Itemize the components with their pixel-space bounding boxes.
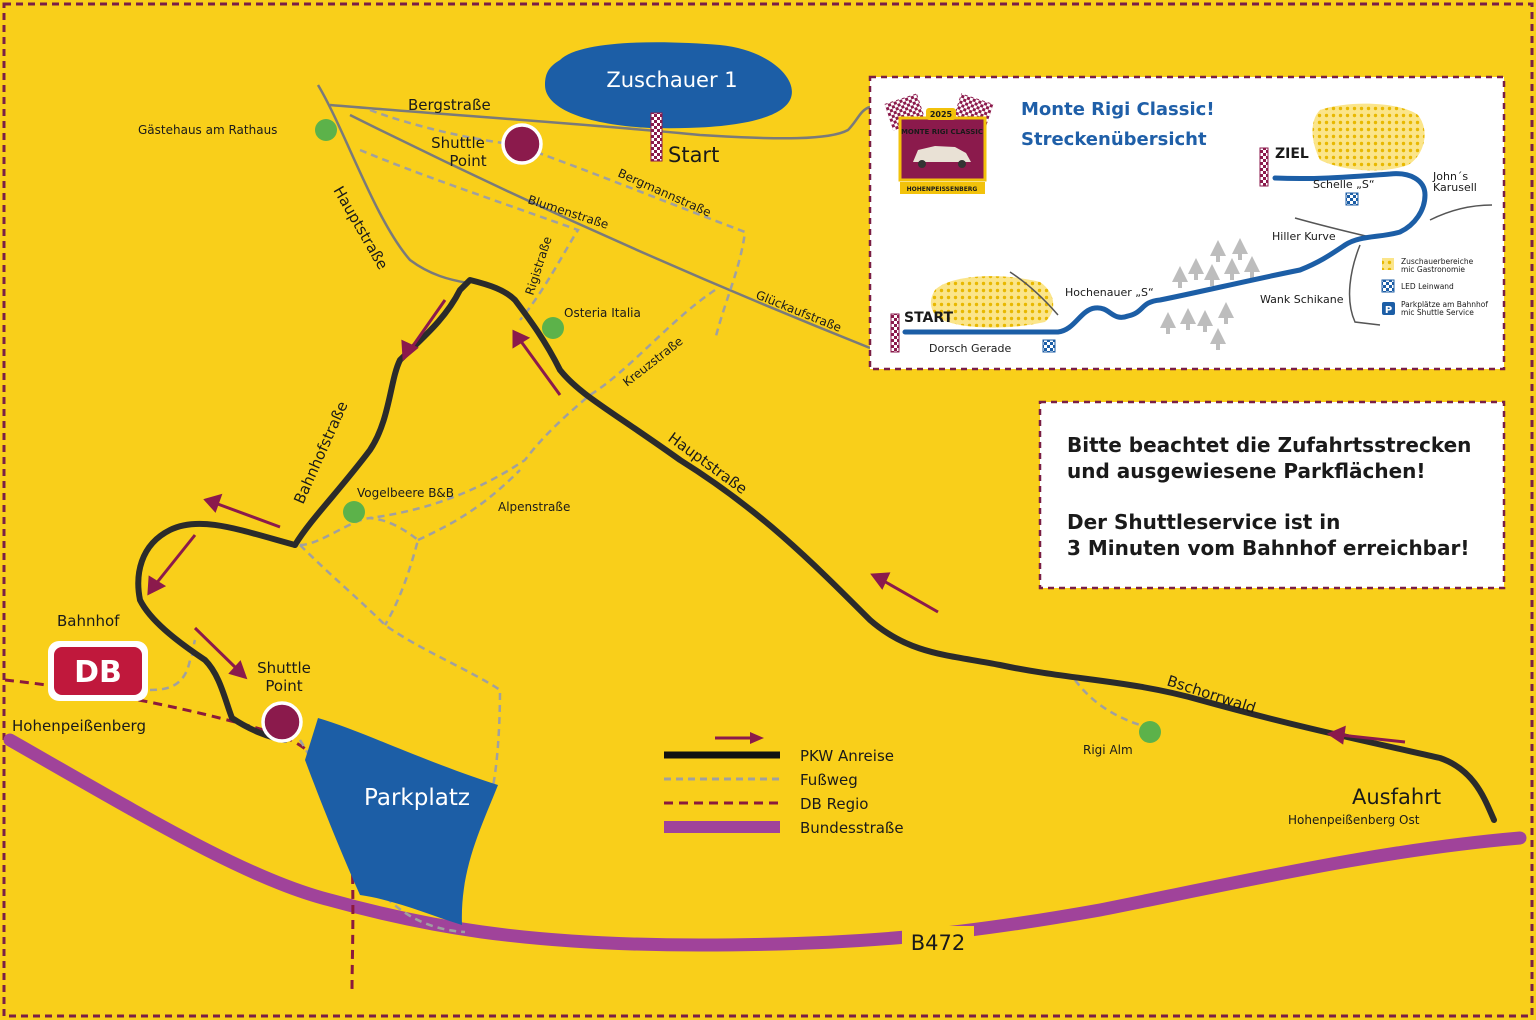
inset-legend-zone-1: Zuschauerbereiche bbox=[1401, 257, 1474, 266]
label-start: Start bbox=[668, 143, 719, 167]
legend-label-footpath: Fußweg bbox=[800, 771, 858, 789]
label-shuttle-north-2: Point bbox=[449, 152, 486, 170]
legend: PKW Anreise Fußweg DB Regio Bundesstraße bbox=[664, 732, 904, 837]
notice-line-1: Bitte beachtet die Zufahrtsstrecken bbox=[1067, 433, 1471, 457]
label-ausfahrt: Ausfahrt bbox=[1352, 785, 1441, 809]
notice-line-3: Der Shuttleservice ist in bbox=[1067, 510, 1340, 534]
db-badge bbox=[54, 647, 142, 695]
inset-zone-ziel bbox=[1312, 103, 1425, 171]
parking-area bbox=[305, 718, 498, 925]
label-vogelbeere: Vogelbeere B&B bbox=[357, 486, 454, 500]
inset-label-hochenauer: Hochenauer „S“ bbox=[1065, 286, 1154, 299]
inset-legend-led-swatch bbox=[1381, 279, 1395, 293]
notice-line-2: und ausgewiesene Parkflächen! bbox=[1067, 459, 1426, 483]
label-parking: Parkplatz bbox=[364, 785, 470, 811]
inset-title-2: Streckenübersicht bbox=[1021, 129, 1207, 150]
inset-label-hiller: Hiller Kurve bbox=[1272, 230, 1336, 243]
label-bergstrasse: Bergstraße bbox=[408, 96, 491, 114]
shuttle-point-south[interactable] bbox=[261, 701, 303, 743]
inset-legend-parking-letter: P bbox=[1385, 305, 1392, 316]
label-spectators: Zuschauer 1 bbox=[606, 68, 737, 92]
inset-side-roads bbox=[1009, 204, 1493, 326]
label-gaestehaus: Gästehaus am Rathaus bbox=[138, 123, 277, 137]
inset-label-wank: Wank Schikane bbox=[1260, 293, 1344, 306]
legend-label-rail: DB Regio bbox=[800, 795, 868, 813]
poi-gaestehaus-marker[interactable] bbox=[315, 119, 337, 141]
inset-logo: 2025 MONTE RIGI CLASSIC HOHENPEISSENBERG bbox=[884, 93, 994, 194]
inset-label-johns-1: John´s bbox=[1432, 170, 1468, 183]
legend-label-highway: Bundesstraße bbox=[800, 819, 904, 837]
inset-legend-zone-swatch bbox=[1382, 258, 1394, 270]
inset-ziel-flag bbox=[1259, 147, 1269, 187]
inset-panel: 2025 MONTE RIGI CLASSIC HOHENPEISSENBERG… bbox=[868, 75, 1506, 371]
logo-place: HOHENPEISSENBERG bbox=[907, 186, 978, 193]
inset-legend-zone-2: mic Gastronomie bbox=[1401, 265, 1465, 274]
inset-start-flag bbox=[890, 313, 900, 353]
logo-year: 2025 bbox=[930, 110, 953, 119]
inset-label-dorsch: Dorsch Gerade bbox=[929, 342, 1012, 355]
b472-label-bg bbox=[902, 926, 974, 956]
notice-box: Bitte beachtet die Zufahrtsstrecken und … bbox=[1038, 400, 1506, 590]
notice-line-4: 3 Minuten vom Bahnhof erreichbar! bbox=[1067, 536, 1469, 560]
label-b472: B472 bbox=[911, 931, 966, 955]
poi-osteria-marker[interactable] bbox=[542, 317, 564, 339]
label-hohenpeissenberg: Hohenpeißenberg bbox=[12, 717, 146, 735]
highway-b472 bbox=[3, 733, 1527, 952]
footpaths bbox=[149, 108, 1141, 934]
inset-label-start: START bbox=[904, 310, 954, 326]
label-shuttle-north-1: Shuttle bbox=[431, 134, 485, 152]
inset-legend-parking-icon bbox=[1382, 302, 1395, 315]
inset-zone-start bbox=[930, 276, 1054, 328]
label-shuttle-south-1: Shuttle bbox=[257, 659, 311, 677]
label-shuttle-south-2: Point bbox=[265, 677, 302, 695]
label-db: DB bbox=[74, 655, 122, 690]
legend-arrow-icon bbox=[750, 732, 764, 744]
inset-title-1: Monte Rigi Classic! bbox=[1021, 99, 1215, 120]
inset-legend-led: LED Leinwand bbox=[1401, 282, 1454, 291]
inset-legend-parking-2: mic Shuttle Service bbox=[1401, 308, 1474, 317]
legend-label-car: PKW Anreise bbox=[800, 747, 894, 765]
logo-name: MONTE RIGI CLASSIC bbox=[901, 128, 983, 136]
label-bahnhof: Bahnhof bbox=[57, 612, 120, 630]
inset-track bbox=[902, 171, 1428, 335]
inset-led-screen-1 bbox=[1042, 339, 1056, 353]
label-osteria: Osteria Italia bbox=[564, 306, 641, 320]
poi-vogelbeere-marker[interactable] bbox=[343, 501, 365, 523]
car-route-main bbox=[292, 277, 1497, 823]
notice-frame bbox=[1038, 400, 1506, 590]
label-rigi-alm: Rigi Alm bbox=[1083, 743, 1133, 757]
label-ausfahrt-sub: Hohenpeißenberg Ost bbox=[1288, 813, 1420, 827]
rail-db-regio bbox=[4, 678, 355, 991]
inset-led-screen-2 bbox=[1345, 192, 1359, 206]
car-route-bahnhof bbox=[135, 520, 298, 743]
spectator-area-1 bbox=[545, 42, 792, 129]
start-flag bbox=[650, 112, 663, 162]
poi-rigi-alm-marker[interactable] bbox=[1139, 721, 1161, 743]
shuttle-point-north[interactable] bbox=[501, 123, 543, 165]
inset-label-johns-2: Karusell bbox=[1433, 181, 1477, 194]
label-alpenstrasse: Alpenstraße bbox=[498, 500, 570, 514]
minor-roads bbox=[316, 84, 871, 350]
inset-label-schelle: Schelle „S“ bbox=[1313, 178, 1375, 191]
inset-trees-icon bbox=[1160, 238, 1260, 350]
direction-arrows bbox=[147, 299, 1406, 745]
inset-legend-parking-1: Parkplätze am Bahnhof bbox=[1401, 300, 1488, 309]
inset-label-ziel: ZIEL bbox=[1275, 146, 1309, 162]
